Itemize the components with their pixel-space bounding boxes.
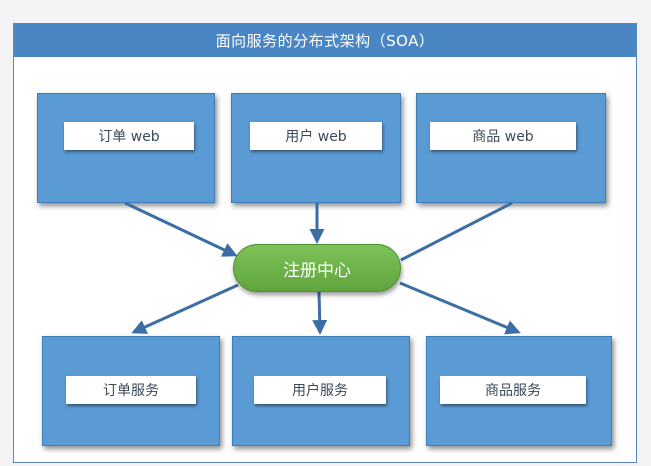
registry-center: 注册中心 bbox=[233, 244, 401, 292]
node-order-web-label: 订单 web bbox=[64, 122, 194, 150]
diagram-title: 面向服务的分布式架构（SOA） bbox=[14, 24, 636, 57]
node-user-service-label: 用户服务 bbox=[254, 376, 386, 404]
node-user-web-label: 用户 web bbox=[250, 122, 382, 150]
node-product-service-label: 商品服务 bbox=[440, 376, 586, 404]
node-product-web-label: 商品 web bbox=[430, 122, 576, 150]
node-order-service-label: 订单服务 bbox=[66, 376, 196, 404]
